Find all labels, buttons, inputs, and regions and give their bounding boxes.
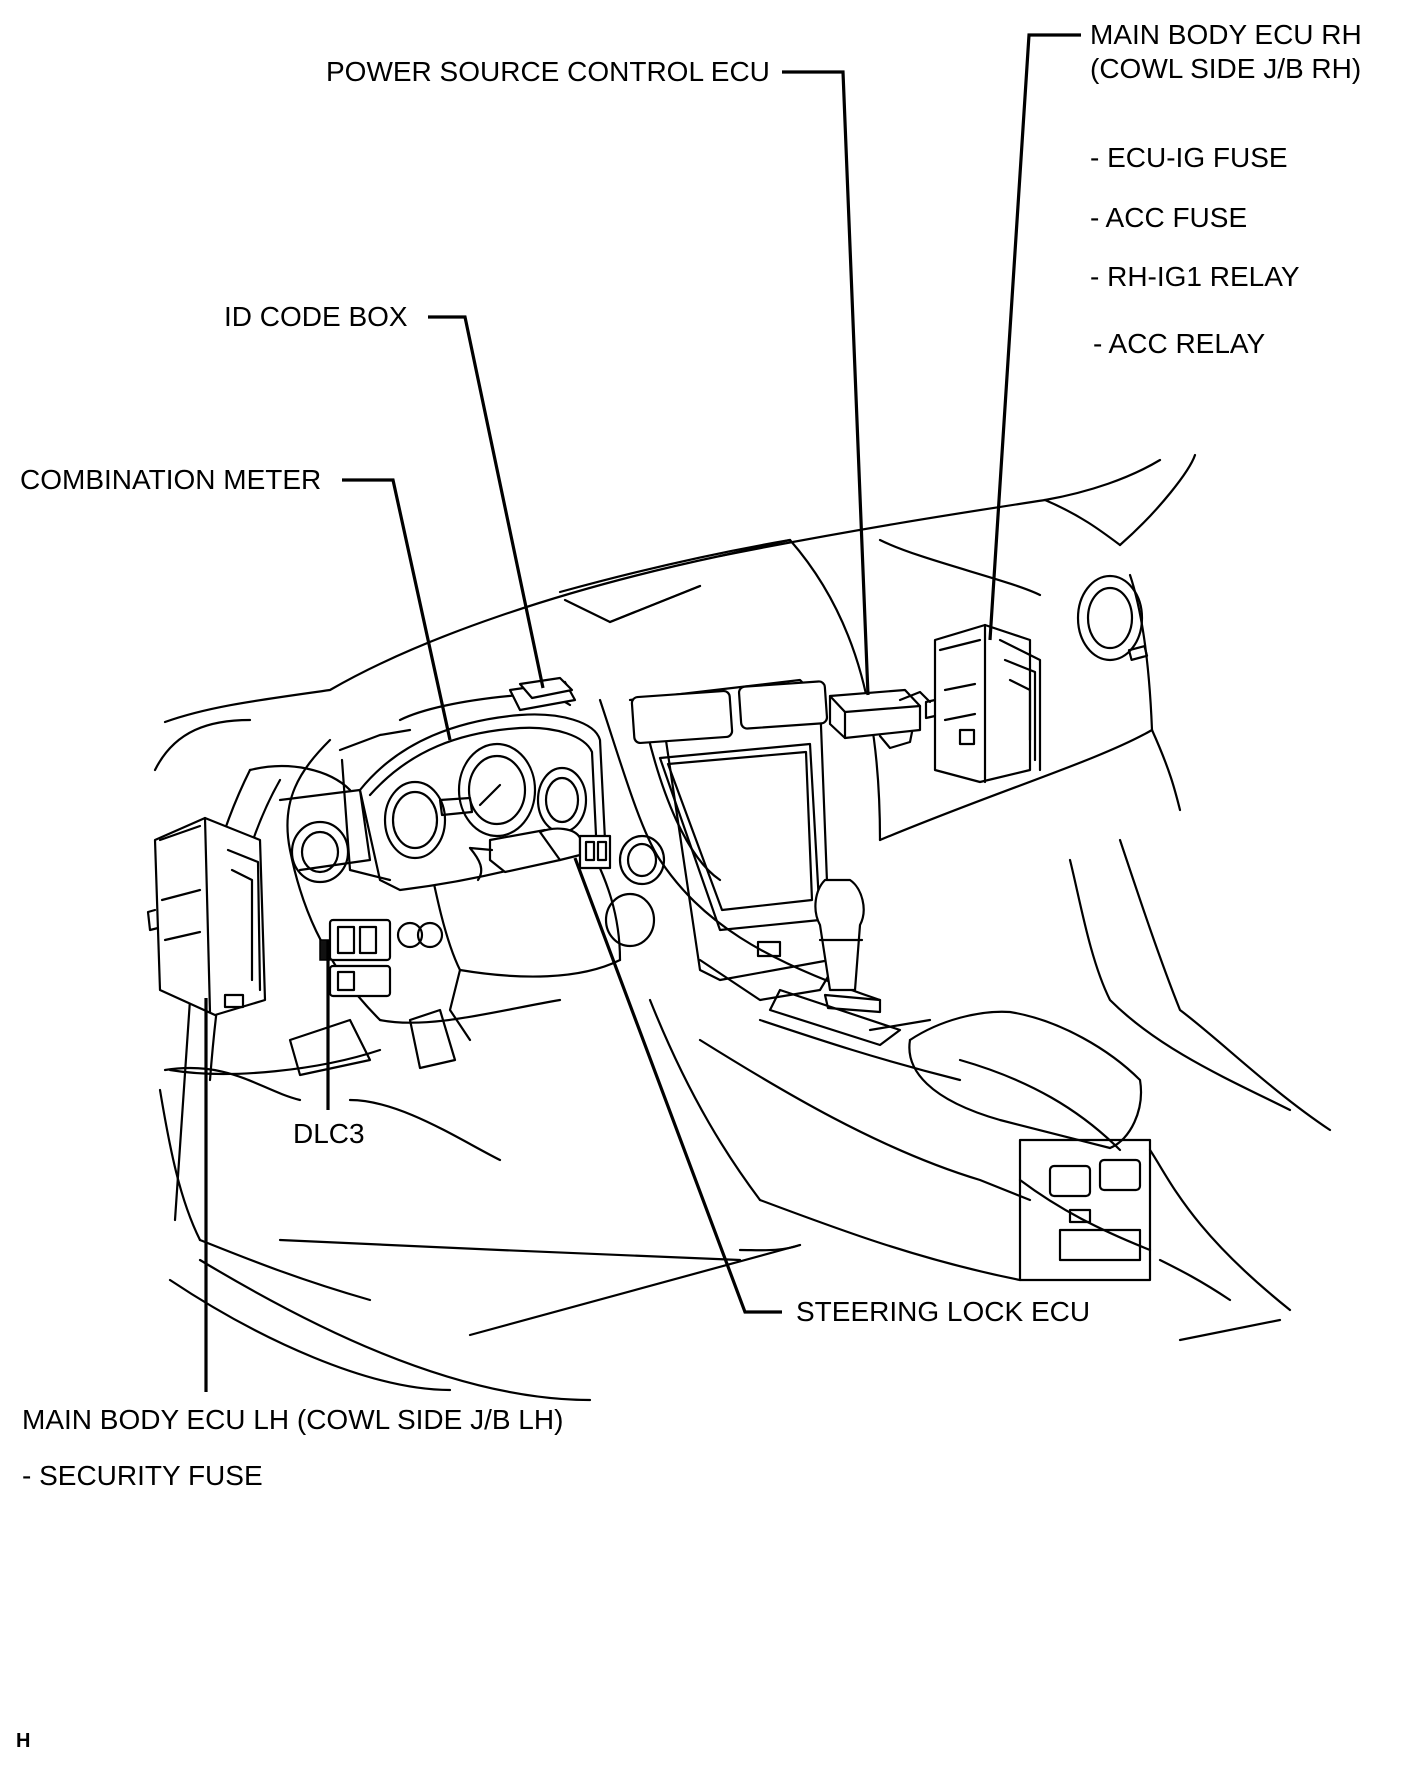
label-main-body-ecu-rh-location: (COWL SIDE J/B RH) [1090,53,1361,84]
label-dlc3: DLC3 [293,1118,365,1149]
label-rh-item-ecu-ig-fuse: - ECU-IG FUSE [1090,142,1288,173]
label-power-source-control-ecu: POWER SOURCE CONTROL ECU [326,56,770,87]
callout-labels: POWER SOURCE CONTROL ECU MAIN BODY ECU R… [16,19,1362,1752]
label-main-body-ecu-rh: MAIN BODY ECU RH [1090,19,1362,50]
main-body-ecu-lh-component [146,816,267,1017]
label-rh-item-rh-ig1-relay: - RH-IG1 RELAY [1090,261,1300,292]
label-rh-item-acc-relay: - ACC RELAY [1093,328,1266,359]
main-body-ecu-rh-component [924,623,1042,784]
power-source-control-ecu-component [828,688,932,750]
corner-mark: H [16,1730,30,1752]
label-lh-item-security-fuse: - SECURITY FUSE [22,1460,263,1491]
label-main-body-ecu-lh: MAIN BODY ECU LH (COWL SIDE J/B LH) [22,1404,563,1435]
label-rh-item-acc-fuse: - ACC FUSE [1090,202,1247,233]
id-code-box-component [518,676,574,700]
label-combination-meter: COMBINATION METER [20,464,321,495]
leader-lines [204,33,1081,1392]
label-steering-lock-ecu: STEERING LOCK ECU [796,1296,1090,1327]
dashboard-line-drawing [146,453,1332,1402]
label-id-code-box: ID CODE BOX [224,301,408,332]
